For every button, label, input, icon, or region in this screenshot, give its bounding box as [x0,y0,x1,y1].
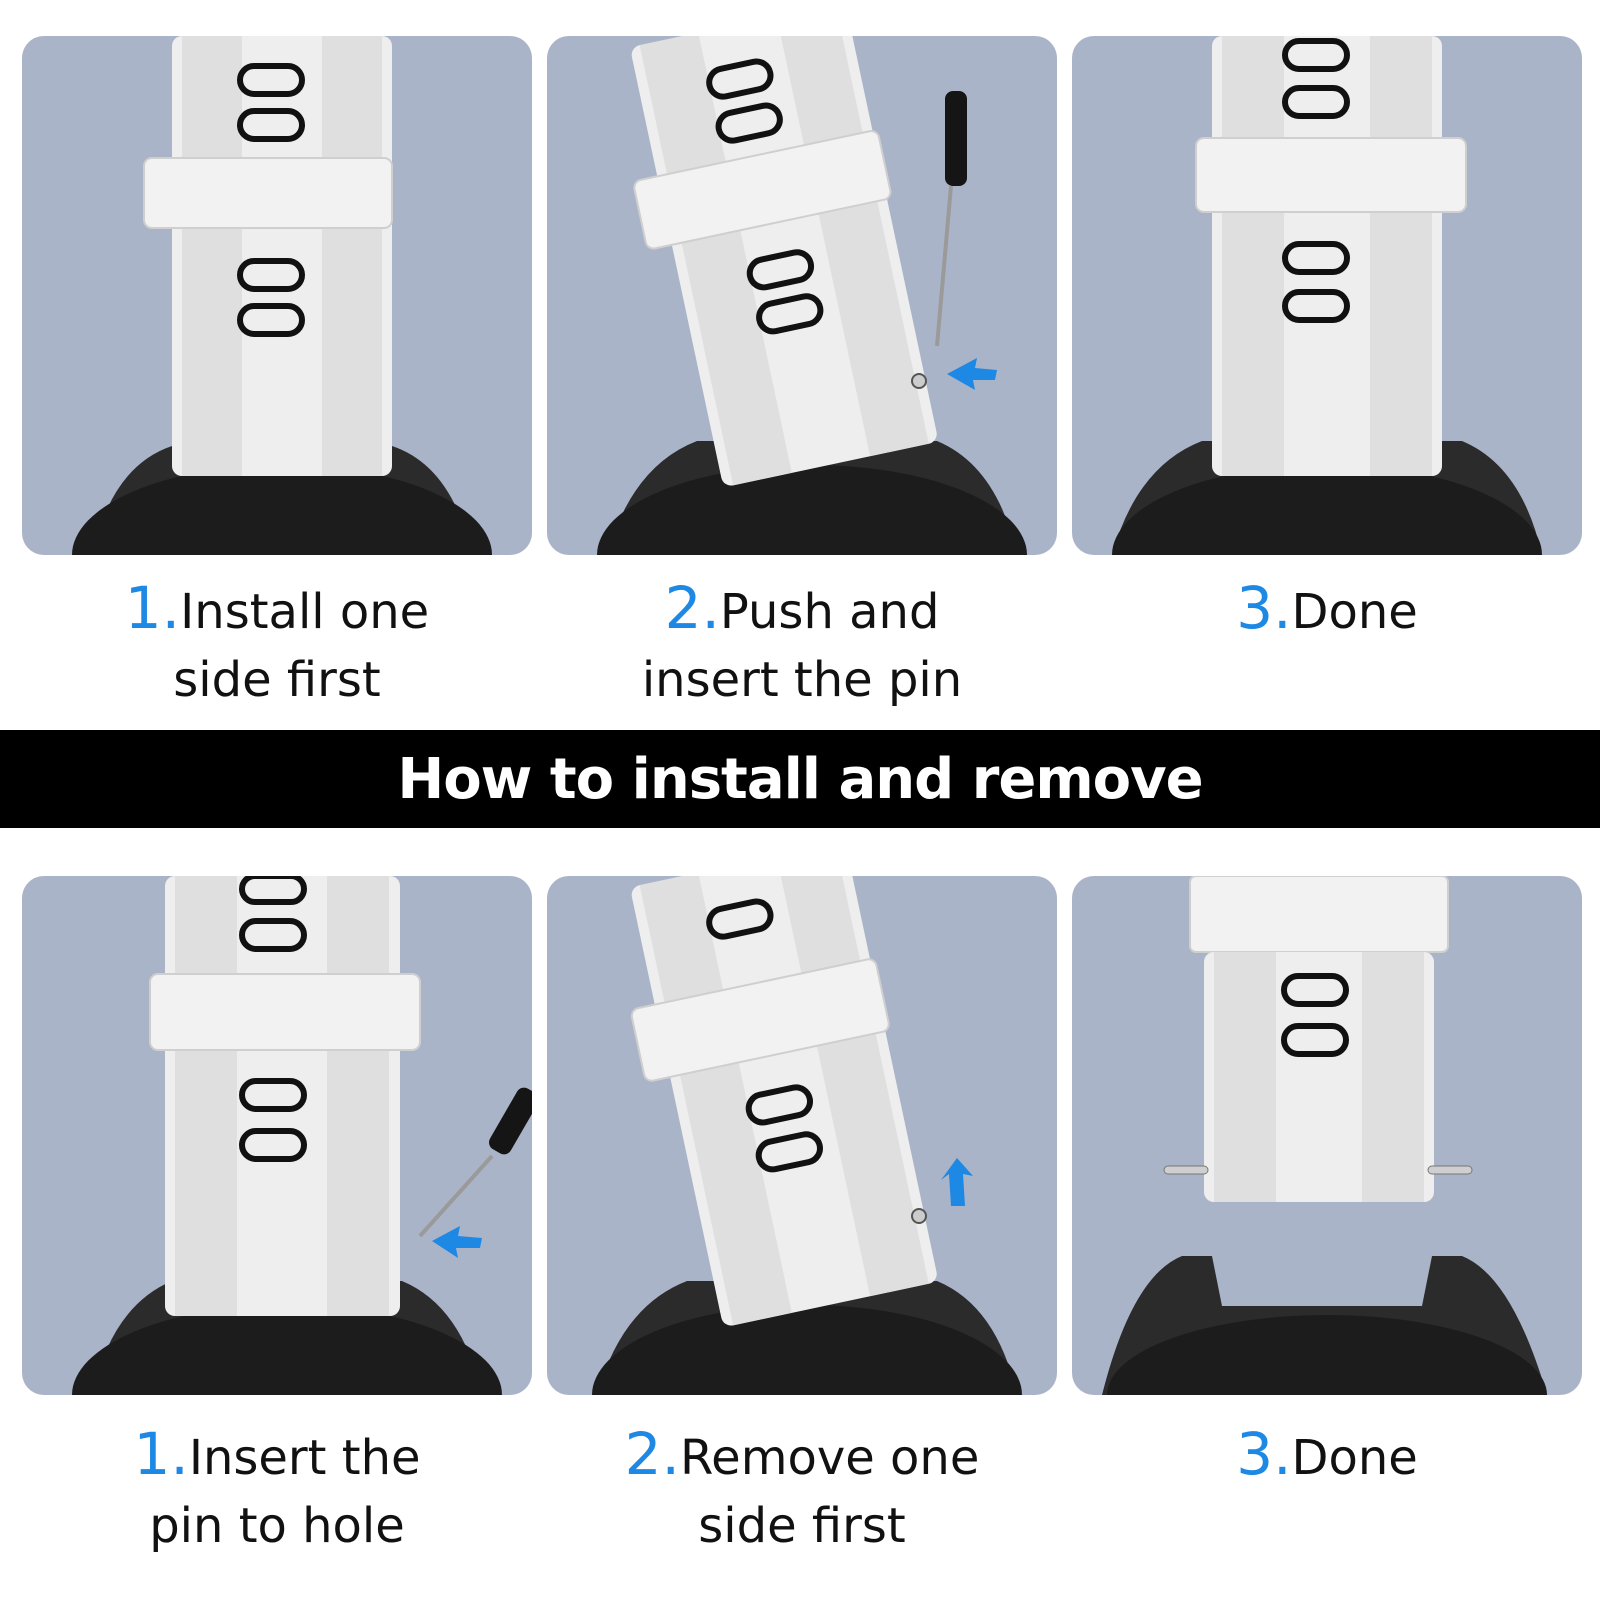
step-text-line1: Remove one [679,1430,980,1486]
step-text-line1: Insert the [188,1430,421,1486]
step-text-line2: insert the pin [641,652,963,708]
step-number: 1. [133,1420,189,1488]
watch-strap-icon [547,36,1057,555]
pin-tool-icon [935,91,967,347]
section-banner: How to install and remove [0,730,1600,828]
remove-step-3-caption: 3.Done [1072,1420,1582,1492]
install-step-2-caption: 2.Push and insert the pin [547,574,1057,714]
remove-step-1-image [22,876,532,1395]
install-step-1-caption: 1.Install one side first [22,574,532,714]
direction-arrow-icon [941,1158,973,1206]
step-number: 3. [1236,574,1292,642]
banner-title: How to install and remove [397,746,1203,812]
step-number: 3. [1236,1420,1292,1488]
install-step-3-image [1072,36,1582,555]
remove-step-2-caption: 2.Remove one side first [547,1420,1057,1560]
remove-step-2-image [547,876,1057,1395]
pin-tool-icon [418,1087,532,1238]
direction-arrow-icon [432,1226,482,1258]
step-text-line1: Push and [719,584,940,640]
step-number: 2. [664,574,720,642]
direction-arrow-icon [947,358,997,390]
remove-step-1-caption: 1.Insert the pin to hole [22,1420,532,1560]
step-text-line2: side first [173,652,381,708]
install-step-2-image [547,36,1057,555]
step-text-line1: Done [1291,584,1418,640]
watch-strap-icon [547,876,1057,1395]
step-text-line1: Done [1291,1430,1418,1486]
step-number: 1. [124,574,181,642]
install-step-1-image [22,36,532,555]
watch-strap-icon [22,36,532,555]
step-number: 2. [624,1420,680,1488]
install-step-3-caption: 3.Done [1072,574,1582,646]
step-text-line1: Install one [180,584,430,640]
remove-step-3-image [1072,876,1582,1395]
watch-strap-icon [1072,36,1582,555]
watch-strap-icon [22,876,532,1395]
watch-strap-icon [1072,876,1582,1395]
step-text-line2: side first [698,1498,906,1554]
step-text-line2: pin to hole [149,1498,405,1554]
